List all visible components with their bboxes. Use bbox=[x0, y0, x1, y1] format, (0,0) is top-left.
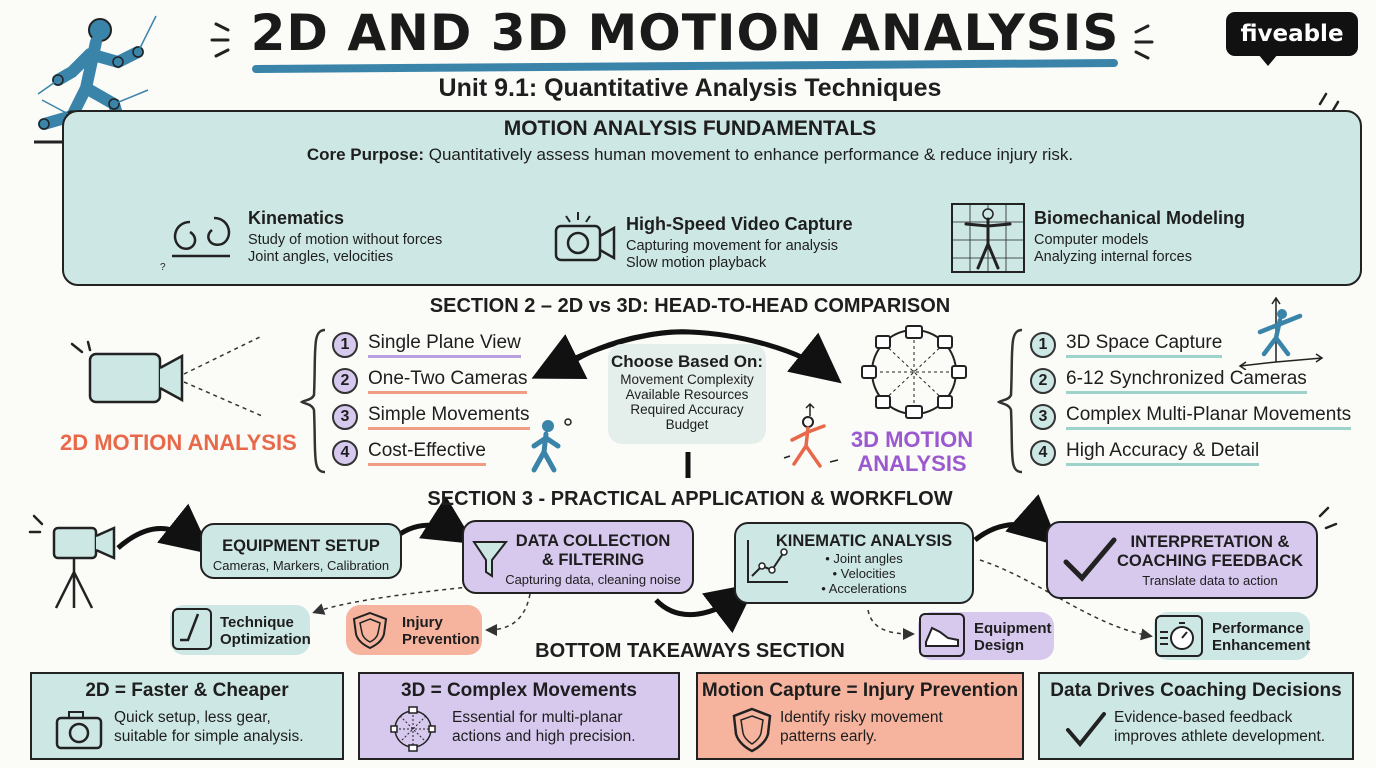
video-capture-line2: Slow motion playback bbox=[626, 255, 767, 271]
line-graph-icon bbox=[747, 540, 788, 583]
logo-tail bbox=[1258, 54, 1278, 66]
label-3d-line2: ANALYSIS bbox=[857, 451, 967, 476]
kinematics-line2: Joint angles, velocities bbox=[248, 249, 394, 265]
step2-body: Capturing data, cleaning noise bbox=[505, 572, 681, 587]
label-3d-line1: 3D MOTION bbox=[850, 427, 974, 452]
body-model-icon bbox=[951, 203, 1025, 273]
modeling-line1: Computer models bbox=[1034, 232, 1149, 248]
shield-icon bbox=[352, 611, 388, 650]
modeling-title: Biomechanical Modeling bbox=[1034, 208, 1246, 228]
camera-icon bbox=[554, 212, 616, 262]
takeaway-card-2d: 2D = Faster & Cheaper Quick setup, less … bbox=[30, 672, 344, 760]
section3-heading: SECTION 3 - PRACTICAL APPLICATION & WORK… bbox=[427, 488, 953, 510]
shoe-icon bbox=[919, 613, 965, 657]
takeaway-2d-title: 2D = Faster & Cheaper bbox=[85, 680, 289, 701]
label-2d-analysis: 2D MOTION ANALYSIS bbox=[60, 430, 297, 455]
choose-item-4: Budget bbox=[665, 417, 709, 432]
takeaways-heading: BOTTOM TAKEAWAYS SECTION bbox=[535, 640, 845, 662]
fundamentals-panel bbox=[62, 110, 1362, 286]
fundamentals-heading: MOTION ANALYSIS FUNDAMENTALS bbox=[503, 117, 877, 140]
choose-based-on-panel: Choose Based On: Movement Complexity Ava… bbox=[608, 344, 766, 444]
takeaway-card-data-coaching: Data Drives Coaching Decisions Evidence-… bbox=[1038, 672, 1354, 760]
kinematics-line1: Study of motion without forces bbox=[248, 232, 443, 248]
step3-bullet-1: • Joint angles bbox=[825, 551, 903, 566]
check-icon bbox=[1066, 712, 1106, 748]
step3-bullet-2: • Velocities bbox=[832, 566, 896, 581]
modeling-line2: Analyzing internal forces bbox=[1034, 249, 1192, 265]
camera-ring-icon bbox=[861, 325, 967, 419]
workflow-step-interpretation: INTERPRETATION & COACHING FEEDBACK Trans… bbox=[1046, 521, 1318, 599]
step3-title: KINEMATIC ANALYSIS bbox=[775, 532, 953, 550]
page-title: 2D AND 3D MOTION ANALYSIS bbox=[250, 4, 1120, 62]
video-capture-title: High-Speed Video Capture bbox=[626, 214, 853, 234]
jumping-figure-icon bbox=[783, 402, 839, 468]
takeaway-data-title: Data Drives Coaching Decisions bbox=[1050, 680, 1342, 701]
step4-title-1: INTERPRETATION & bbox=[1130, 533, 1290, 551]
camera-ring-small-icon bbox=[390, 706, 436, 752]
takeaway-3d-title: 3D = Complex Movements bbox=[401, 680, 637, 701]
core-purpose-text: Quantitatively assess human movement to … bbox=[428, 145, 1074, 164]
choose-heading: Choose Based On: bbox=[610, 352, 764, 371]
video-capture-line1: Capturing movement for analysis bbox=[626, 238, 838, 254]
takeaway-card-motion-capture: Motion Capture = Injury Prevention Ident… bbox=[696, 672, 1024, 760]
step1-body: Cameras, Markers, Calibration bbox=[212, 558, 390, 573]
choose-item-2: Available Resources bbox=[625, 387, 749, 402]
choose-item-3: Required Accuracy bbox=[630, 402, 744, 417]
svg-text:?: ? bbox=[160, 262, 166, 272]
fiveable-logo: fiveable bbox=[1226, 12, 1358, 56]
takeaway-2d-body: Quick setup, less gear,suitable for simp… bbox=[114, 709, 304, 745]
takeaway-mocap-title: Motion Capture = Injury Prevention bbox=[701, 680, 1019, 701]
shield-outline-icon bbox=[732, 707, 772, 753]
rotation-arrows-icon: ? bbox=[160, 216, 231, 272]
step2-title-1: DATA COLLECTION bbox=[515, 532, 671, 550]
workflow-step-equipment-setup: EQUIPMENT SETUP Cameras, Markers, Calibr… bbox=[200, 523, 402, 579]
camera-outline-icon bbox=[55, 711, 103, 750]
step1-title: EQUIPMENT SETUP bbox=[222, 537, 380, 555]
workflow-step-kinematic-analysis: KINEMATIC ANALYSIS • Joint angles • Velo… bbox=[734, 522, 974, 604]
walking-figure-icon bbox=[531, 418, 572, 473]
step2-title-2: & FILTERING bbox=[541, 551, 645, 569]
section2-heading: SECTION 2 – 2D vs 3D: HEAD-TO-HEAD COMPA… bbox=[429, 295, 951, 317]
step4-title-2: COACHING FEEDBACK bbox=[1116, 552, 1304, 570]
3d-axes-figure-icon bbox=[1238, 296, 1324, 370]
page-subtitle: Unit 9.1: Quantitative Analysis Techniqu… bbox=[438, 74, 942, 102]
step4-body: Translate data to action bbox=[1142, 573, 1278, 588]
funnel-icon bbox=[472, 541, 509, 578]
golf-club-icon bbox=[172, 608, 212, 650]
step3-bullet-3: • Accelerations bbox=[821, 581, 907, 596]
core-purpose-label: Core Purpose: bbox=[306, 145, 424, 164]
kinematics-title: Kinematics bbox=[248, 208, 345, 228]
choose-item-1: Movement Complexity bbox=[620, 372, 754, 387]
video-camera-icon bbox=[70, 340, 184, 404]
checkmark-icon bbox=[1063, 537, 1117, 582]
tripod-camera-icon bbox=[52, 526, 116, 609]
workflow-step-data-collection: DATA COLLECTION & FILTERING Capturing da… bbox=[462, 520, 694, 594]
stopwatch-icon bbox=[1155, 615, 1203, 657]
label-3d-analysis: 3D MOTION ANALYSIS bbox=[848, 428, 976, 476]
takeaway-card-3d: 3D = Complex Movements Essential for mul… bbox=[358, 672, 680, 760]
core-purpose: Core Purpose: Quantitatively assess huma… bbox=[180, 145, 1200, 165]
